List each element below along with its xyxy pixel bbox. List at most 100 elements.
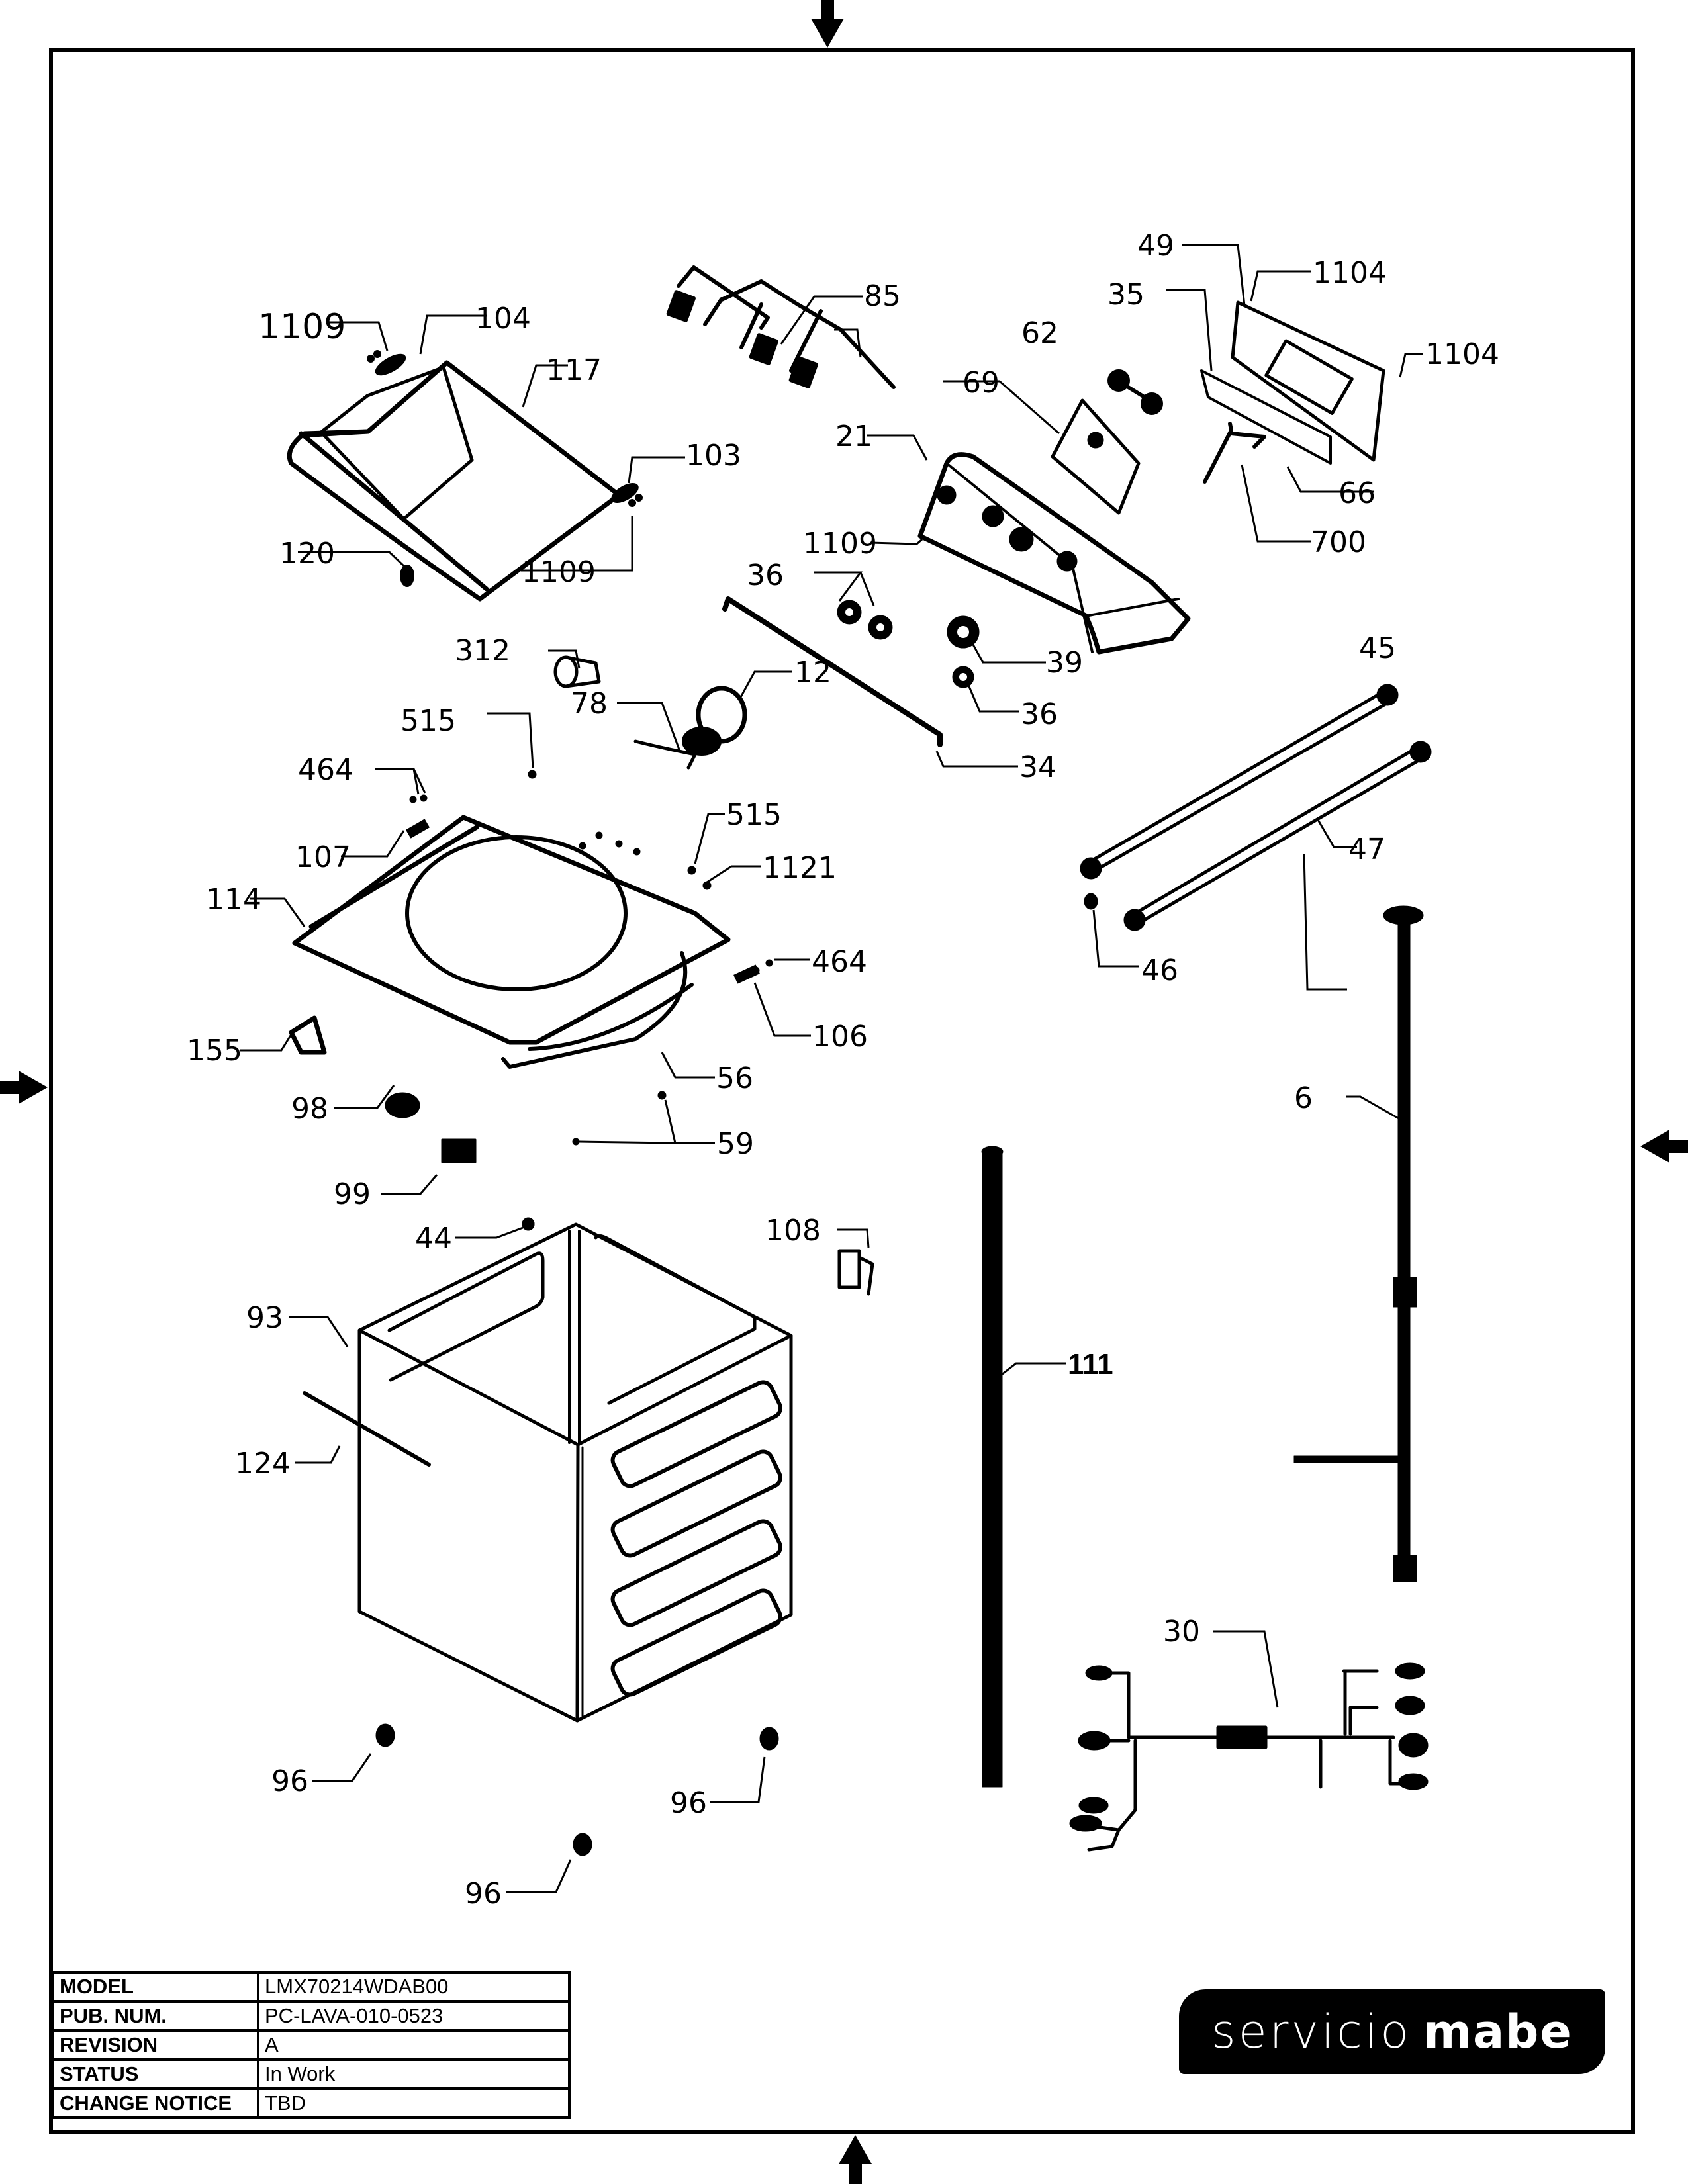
part-34-trim-strip	[722, 596, 943, 747]
callout-1109: 1109	[803, 527, 877, 561]
callout-34: 34	[1019, 751, 1056, 784]
part-124-strip	[303, 1391, 431, 1467]
callout-96: 96	[465, 1877, 502, 1911]
callout-106: 106	[812, 1020, 868, 1054]
status-value: In Work	[257, 2058, 571, 2090]
part-111-drain-hose	[981, 1146, 1004, 1788]
part-114-top-cover	[292, 815, 731, 1069]
title-block-row-revision: REVISION A	[52, 2029, 571, 2061]
callout-6: 6	[1294, 1081, 1313, 1115]
title-block-row-model: MODEL LMX70214WDAB00	[52, 1971, 571, 2003]
callout-35: 35	[1107, 278, 1145, 312]
part-49-backsplash-panel	[1231, 300, 1385, 462]
callout-117: 117	[546, 353, 602, 387]
center-mark-left-icon	[0, 1071, 48, 1104]
pub-num-label: PUB. NUM.	[52, 2000, 259, 2032]
callout-700: 700	[1311, 525, 1366, 559]
callout-464: 464	[812, 945, 867, 979]
pub-num-value: PC-LAVA-010-0523	[257, 2000, 571, 2032]
part-85-wire-harness	[666, 265, 896, 389]
part-44-clip	[522, 1218, 535, 1231]
callout-36: 36	[1021, 698, 1058, 731]
part-99-switch	[441, 1138, 477, 1163]
title-block-row-pub-num: PUB. NUM. PC-LAVA-010-0523	[52, 2000, 571, 2032]
callout-62: 62	[1021, 316, 1058, 350]
part-312-actuator	[553, 655, 601, 688]
part-12-valve	[682, 686, 747, 756]
part-103-hinge	[611, 483, 643, 507]
callout-108: 108	[765, 1214, 821, 1248]
part-47-suspension-rod	[1123, 741, 1432, 931]
part-700-bracket	[1203, 422, 1266, 484]
change-notice-label: CHANGE NOTICE	[52, 2087, 259, 2119]
part-107-hinge-pin	[406, 819, 430, 839]
part-93-cabinet	[357, 1222, 793, 1723]
callout-66: 66	[1338, 477, 1376, 510]
callout-45: 45	[1359, 631, 1396, 665]
revision-label: REVISION	[52, 2029, 259, 2061]
callout-96: 96	[670, 1786, 707, 1820]
callout-93: 93	[246, 1301, 283, 1335]
callout-39: 39	[1046, 646, 1083, 680]
servicio-mabe-logo: servicio mabe	[1179, 1989, 1605, 2074]
callout-124: 124	[235, 1447, 291, 1480]
callout-1109: 1109	[522, 555, 596, 589]
part-108-bracket	[837, 1249, 874, 1296]
part-98-lid-switch	[385, 1092, 420, 1118]
callout-30: 30	[1163, 1615, 1200, 1649]
title-block-row-status: STATUS In Work	[52, 2058, 571, 2090]
callout-107: 107	[295, 841, 351, 874]
change-notice-value: TBD	[257, 2087, 571, 2119]
callout-98: 98	[291, 1092, 328, 1126]
logo-text-light: servicio	[1211, 2005, 1412, 2059]
callout-120: 120	[279, 537, 335, 570]
callout-1121: 1121	[763, 851, 837, 885]
part-6-power-cord	[1293, 905, 1424, 1582]
callout-47: 47	[1348, 833, 1385, 866]
callout-111: 111	[1068, 1348, 1113, 1381]
callout-44: 44	[415, 1222, 452, 1255]
callout-155: 155	[187, 1034, 242, 1068]
callout-103: 103	[686, 439, 741, 473]
callout-69: 69	[962, 366, 1000, 400]
callout-515: 515	[400, 704, 456, 738]
callout-99: 99	[334, 1177, 371, 1211]
callout-1104: 1104	[1425, 338, 1499, 371]
callout-464: 464	[298, 753, 353, 787]
revision-value: A	[257, 2029, 571, 2061]
part-69-control-board	[1051, 398, 1141, 515]
callout-104: 104	[475, 302, 531, 336]
callout-59: 59	[717, 1127, 754, 1161]
part-117-lid	[287, 360, 622, 602]
callout-46: 46	[1141, 954, 1178, 987]
callout-312: 312	[455, 634, 510, 668]
callout-12: 12	[794, 656, 831, 690]
callout-21: 21	[835, 420, 872, 453]
callout-56: 56	[716, 1062, 753, 1095]
part-120-bumper	[400, 565, 414, 587]
part-35-display-lens	[1200, 369, 1332, 465]
part-96-foot	[375, 1723, 779, 1856]
callout-114: 114	[206, 883, 261, 917]
callout-96: 96	[271, 1764, 308, 1798]
logo-text-bold: mabe	[1423, 2005, 1573, 2059]
callout-1109: 1109	[258, 307, 346, 347]
drawing-border	[49, 48, 1635, 2134]
callout-49: 49	[1137, 229, 1174, 263]
callout-515: 515	[726, 798, 782, 832]
model-value: LMX70214WDAB00	[257, 1971, 571, 2003]
title-block-row-change-notice: CHANGE NOTICE TBD	[52, 2087, 571, 2119]
part-104-hinge	[367, 350, 406, 376]
part-155-bracket	[289, 1015, 327, 1055]
part-45-suspension-rod	[1080, 684, 1399, 880]
part-78-wire	[633, 739, 697, 770]
callout-1104: 1104	[1313, 256, 1387, 290]
status-label: STATUS	[52, 2058, 259, 2090]
center-mark-right-icon	[1640, 1130, 1688, 1163]
part-46-cap	[1084, 893, 1098, 910]
leader-lines	[240, 244, 1423, 1893]
callout-85: 85	[864, 279, 901, 313]
model-label: MODEL	[52, 1971, 259, 2003]
